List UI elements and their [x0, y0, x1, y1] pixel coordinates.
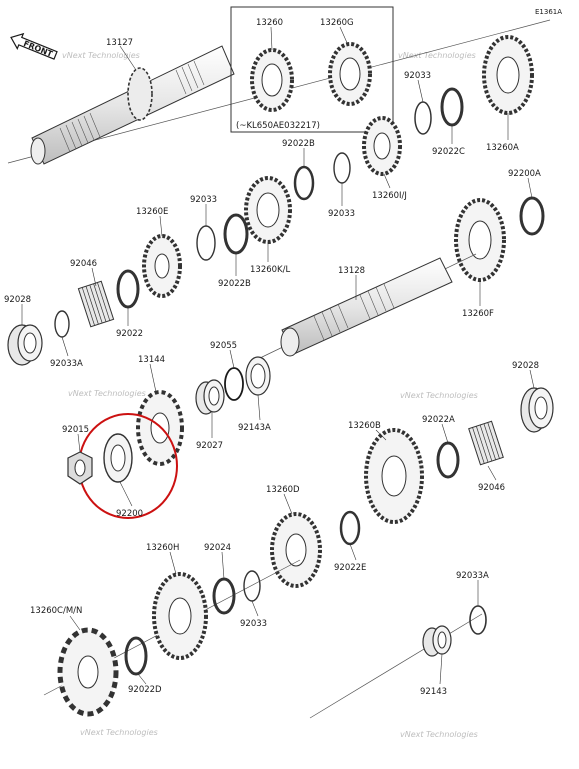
part-label: 92022E [334, 563, 366, 573]
inset-note: (~KL650AE032217) [236, 121, 320, 131]
circlip-92033a-a-icon [54, 310, 70, 338]
washer-92200a-icon [519, 196, 545, 236]
part-label: 92046 [478, 483, 505, 493]
watermark: vNext Technologies [400, 730, 478, 739]
watermark-group: vNext Technologies vNext Technologies vN… [62, 51, 478, 739]
gear-13260ij-icon [362, 116, 402, 176]
part-label: 13260C/M/N [30, 606, 82, 616]
bearing-92028-b-icon [520, 387, 554, 433]
part-label: 13260H [146, 543, 179, 553]
gear-13260-icon [250, 48, 294, 112]
washer-92022d-icon [124, 636, 148, 676]
collar-92143a-icon [245, 356, 271, 396]
part-label: 92022B [218, 279, 251, 289]
circlip-92033-b-icon [333, 152, 351, 184]
part-label: 13127 [106, 38, 133, 48]
gear-13260h-icon [152, 572, 208, 660]
part-label: 92033A [456, 571, 489, 581]
part-label: 13260A [486, 143, 519, 153]
washer-92022b-top-icon [293, 165, 315, 201]
circlip-92033-c-icon [196, 225, 216, 261]
inset-box: (~KL650AE032217) [230, 6, 394, 133]
part-label: 92200A [508, 169, 541, 179]
part-label: 92028 [4, 295, 31, 305]
collar-92027-icon [195, 379, 225, 415]
washer-92022b-icon [223, 213, 249, 255]
part-label: 92033A [50, 359, 83, 369]
washer-92022c-icon [440, 87, 464, 127]
input-shaft-13127 [30, 45, 235, 165]
watermark: vNext Technologies [68, 389, 146, 398]
gear-13260cmn-icon [57, 627, 119, 717]
part-label: 92022 [116, 329, 143, 339]
part-label: 92033 [328, 209, 355, 219]
o-ring-92055-icon [224, 367, 244, 401]
part-label: 92143A [238, 423, 271, 433]
gear-13260a-icon [482, 35, 534, 115]
part-label: 92033 [404, 71, 431, 81]
watermark: vNext Technologies [62, 51, 140, 60]
front-label: FRONT [22, 39, 54, 59]
part-label: 13144 [138, 355, 165, 365]
part-label: 13260D [266, 485, 300, 495]
part-label: 92200 [116, 509, 143, 519]
front-arrow-icon: FRONT [10, 32, 58, 60]
watermark: vNext Technologies [400, 391, 478, 400]
part-label: 92028 [512, 361, 539, 371]
needle-bearing-92046-a-icon [77, 280, 115, 328]
part-label: 92143 [420, 687, 447, 697]
part-label: 13260B [348, 421, 381, 431]
part-label: 13260K/L [250, 265, 290, 275]
part-label: 13260 [256, 18, 283, 28]
part-label: 13128 [338, 266, 365, 276]
part-label: 13260E [136, 207, 168, 217]
washer-92022a-icon [436, 441, 460, 479]
washer-92022e-icon [339, 510, 361, 546]
part-label: 92022C [432, 147, 465, 157]
washer-92200-icon [103, 433, 133, 483]
part-label: 13260I/J [372, 191, 407, 201]
circlip-92033-a-icon [414, 101, 432, 135]
gear-13260g-icon [328, 42, 372, 106]
part-label: 92046 [70, 259, 97, 269]
part-label: 92024 [204, 543, 231, 553]
part-label: 13260F [462, 309, 494, 319]
watermark: vNext Technologies [80, 728, 158, 737]
output-shaft-13128 [280, 257, 453, 357]
part-label: 13260G [320, 18, 354, 28]
part-label: 92027 [196, 441, 223, 451]
watermark: vNext Technologies [398, 51, 476, 60]
part-label: 92022A [422, 415, 455, 425]
collar-92143-icon [422, 625, 452, 657]
leader-lines [21, 26, 535, 685]
nut-92015-icon [67, 451, 93, 485]
part-label: 92055 [210, 341, 237, 351]
part-label: 92015 [62, 425, 89, 435]
gear-13260e-icon [142, 234, 182, 298]
gear-13260b-icon [364, 428, 424, 524]
circlip-92033-d-icon [243, 570, 261, 602]
gear-13260d-icon [270, 512, 322, 588]
part-label: 92022D [128, 685, 162, 695]
gear-13260f-icon [454, 198, 506, 282]
part-label: 92022B [282, 139, 315, 149]
needle-bearing-92046-b-icon [468, 420, 504, 466]
part-label: 92033 [190, 195, 217, 205]
part-labels: 13127 13260 13260G 92033 13260A 92022C 9… [4, 18, 541, 697]
part-label: 92033 [240, 619, 267, 629]
washer-92022-icon [116, 269, 140, 309]
drawing-code: E1361A [535, 8, 562, 16]
sprocket-13144-icon [136, 390, 184, 466]
bearing-92028-a-icon [7, 324, 43, 366]
gear-13260kl-icon [244, 176, 292, 244]
